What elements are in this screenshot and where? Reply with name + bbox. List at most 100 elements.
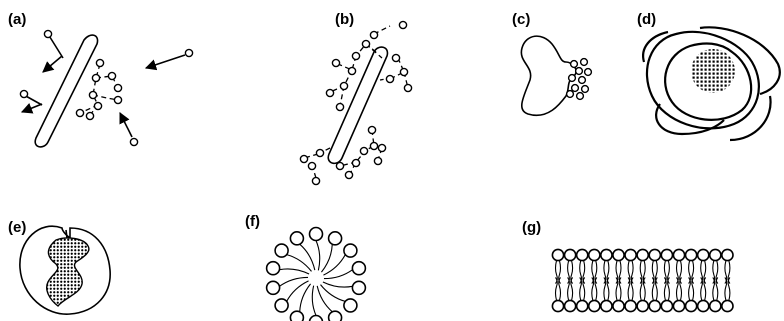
bilayer-head bbox=[637, 249, 648, 260]
micelle-tail bbox=[279, 269, 309, 274]
panel-a-arrow-2 bbox=[22, 104, 42, 112]
bilayer-head bbox=[625, 249, 636, 260]
bilayer-tail bbox=[556, 261, 561, 284]
bilayer-tail bbox=[580, 277, 585, 300]
panel-b-molecule bbox=[386, 75, 393, 82]
panel-b-label: (b) bbox=[335, 11, 354, 28]
bilayer-tail bbox=[580, 261, 585, 284]
bilayer-tail bbox=[616, 277, 621, 300]
bilayer-tail bbox=[628, 261, 633, 284]
bilayer-tail bbox=[640, 261, 645, 284]
bilayer-tail bbox=[725, 261, 730, 284]
bilayer-head bbox=[565, 249, 576, 260]
bilayer-tail bbox=[689, 261, 694, 284]
micelle-tail bbox=[300, 284, 311, 312]
bilayer-tail bbox=[592, 277, 597, 300]
panel-b-molecule bbox=[312, 177, 319, 184]
micelle-head bbox=[267, 281, 280, 294]
panel-a-molecule bbox=[92, 74, 99, 81]
bilayer-head bbox=[698, 249, 709, 260]
bilayer-head bbox=[589, 249, 600, 260]
bilayer-tail bbox=[664, 261, 669, 284]
micelle-tail bbox=[279, 277, 308, 286]
panel-a-label: (a) bbox=[8, 11, 26, 28]
bilayer-tail bbox=[713, 261, 718, 284]
micelle-head bbox=[329, 232, 342, 245]
micelle-head bbox=[352, 281, 365, 294]
micelle-head bbox=[310, 316, 323, 321]
micelle-head bbox=[290, 232, 303, 245]
panel-b-molecule bbox=[336, 162, 343, 169]
bilayer-tail bbox=[604, 261, 609, 284]
panel-b-molecule bbox=[352, 159, 359, 166]
panel-b-molecule bbox=[340, 82, 347, 89]
panel-g-label: (g) bbox=[522, 219, 541, 236]
bilayer-head bbox=[686, 249, 697, 260]
bilayer-tail bbox=[664, 277, 669, 300]
micelle-head bbox=[310, 228, 323, 241]
bilayer-head bbox=[710, 249, 721, 260]
micelle-head bbox=[329, 311, 342, 321]
bilayer-tail bbox=[713, 277, 718, 300]
panel-g: (g) bbox=[522, 219, 733, 312]
micelle-tail bbox=[312, 286, 316, 316]
panel-e: (e) bbox=[8, 219, 110, 314]
bilayer-tail bbox=[604, 277, 609, 300]
panel-b-molecule bbox=[404, 84, 411, 91]
micelle-head bbox=[267, 262, 280, 275]
bilayer-tail bbox=[701, 261, 706, 284]
panel-a-molecule bbox=[96, 59, 103, 66]
panel-b-molecule bbox=[348, 67, 355, 74]
panel-b-molecule bbox=[370, 142, 377, 149]
panel-a-molecule bbox=[76, 109, 83, 116]
bilayer-head bbox=[552, 300, 563, 311]
panel-b-molecule bbox=[368, 126, 375, 133]
bilayer-tail bbox=[568, 277, 573, 300]
bilayer-head bbox=[613, 249, 624, 260]
panel-a-molecule bbox=[94, 102, 101, 109]
bilayer-tail bbox=[592, 261, 597, 284]
panel-c-ligands bbox=[567, 59, 592, 100]
panel-d-protein bbox=[643, 27, 780, 140]
bilayer-tail bbox=[652, 277, 657, 300]
bilayer-head bbox=[565, 300, 576, 311]
panel-a-arrow-1 bbox=[43, 56, 62, 72]
bilayer-tail bbox=[556, 277, 561, 300]
panel-b-molecule bbox=[370, 31, 377, 38]
panel-a-molecule bbox=[130, 138, 137, 145]
bilayer-head bbox=[661, 300, 672, 311]
panel-b: (b) bbox=[300, 11, 411, 185]
micelle-head bbox=[290, 311, 303, 321]
panel-a-molecule bbox=[114, 84, 121, 91]
panel-f-micelle bbox=[267, 228, 366, 321]
bilayer-head bbox=[577, 300, 588, 311]
panel-f: (f) bbox=[245, 213, 365, 321]
panel-b-molecule bbox=[326, 89, 333, 96]
panel-b-molecule bbox=[345, 171, 352, 178]
bilayer-head bbox=[698, 300, 709, 311]
panel-d-label: (d) bbox=[637, 11, 656, 28]
bilayer-head bbox=[601, 300, 612, 311]
panel-b-molecule bbox=[399, 21, 406, 28]
panel-a-molecule bbox=[20, 90, 27, 97]
panel-b-molecule bbox=[352, 52, 359, 59]
micelle-head bbox=[275, 299, 288, 312]
bilayer-head bbox=[722, 249, 733, 260]
bilayer-head bbox=[552, 249, 563, 260]
bilayer-tail bbox=[725, 277, 730, 300]
micelle-tail bbox=[324, 270, 353, 279]
panel-d: (d) bbox=[637, 11, 780, 140]
bilayer-head bbox=[661, 249, 672, 260]
bilayer-tail bbox=[568, 261, 573, 284]
panel-b-molecule bbox=[392, 54, 399, 61]
panel-b-molecule bbox=[316, 149, 323, 156]
bilayer-tail bbox=[640, 277, 645, 300]
panel-a-arrow-4 bbox=[120, 113, 132, 137]
micelle-head bbox=[344, 244, 357, 257]
panel-a-molecule bbox=[108, 72, 115, 79]
panel-b-molecule bbox=[308, 162, 315, 169]
bilayer-tail bbox=[628, 277, 633, 300]
panel-a-molecule bbox=[185, 49, 192, 56]
panel-b-molecule bbox=[374, 157, 381, 164]
